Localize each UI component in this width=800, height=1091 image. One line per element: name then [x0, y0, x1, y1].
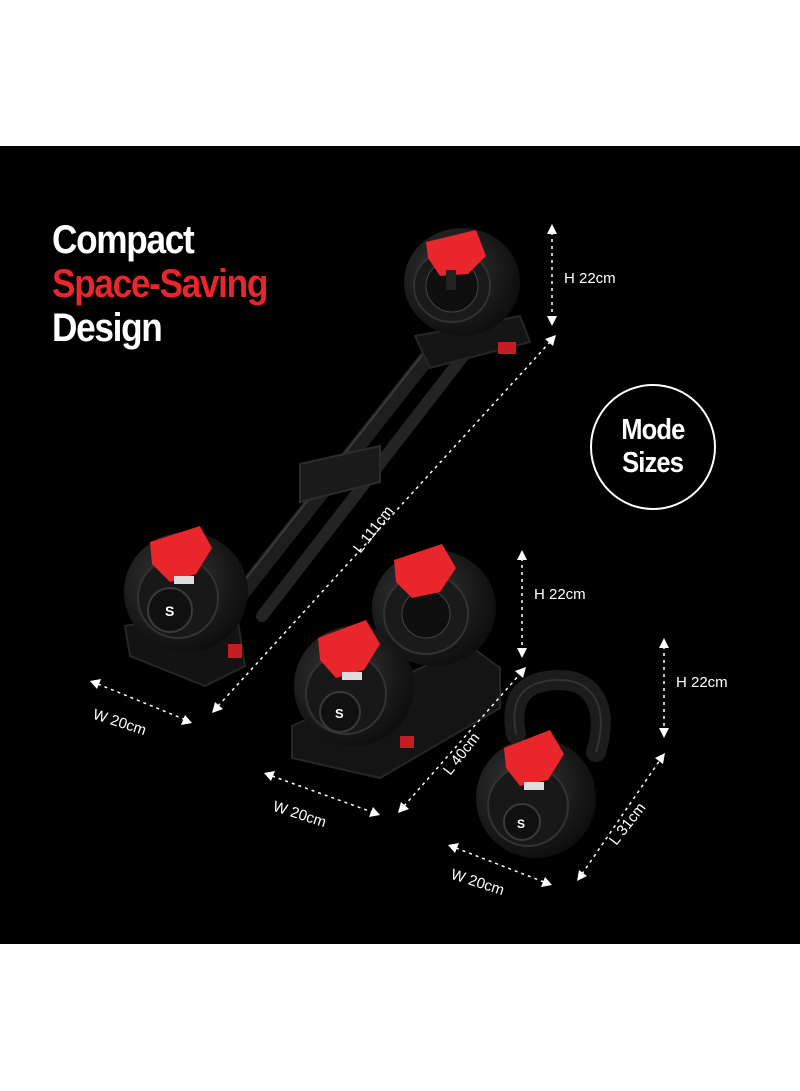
dumbbell-height-label: H 22cm [534, 586, 586, 603]
barbell-image: S [123, 228, 532, 688]
product-illustration: S S [90, 224, 669, 887]
product-panel: S S [0, 146, 800, 944]
headline-line-3: Design [52, 306, 163, 350]
barbell-height-label: H 22cm [564, 270, 616, 287]
mode-sizes-badge: Mode Sizes [590, 384, 716, 510]
badge-line-1: Mode [621, 414, 685, 446]
headline-line-2: Space-Saving [52, 262, 268, 306]
kettlebell-height-label: H 22cm [676, 674, 728, 691]
dumbbell-image: S [291, 544, 501, 780]
kettlebell-image: S [476, 669, 611, 858]
dimension-guides [90, 224, 669, 887]
svg-text:S: S [517, 817, 525, 831]
svg-text:S: S [165, 603, 174, 619]
headline-line-1: Compact [52, 218, 195, 262]
svg-text:S: S [335, 706, 344, 721]
badge-line-2: Sizes [622, 447, 685, 479]
